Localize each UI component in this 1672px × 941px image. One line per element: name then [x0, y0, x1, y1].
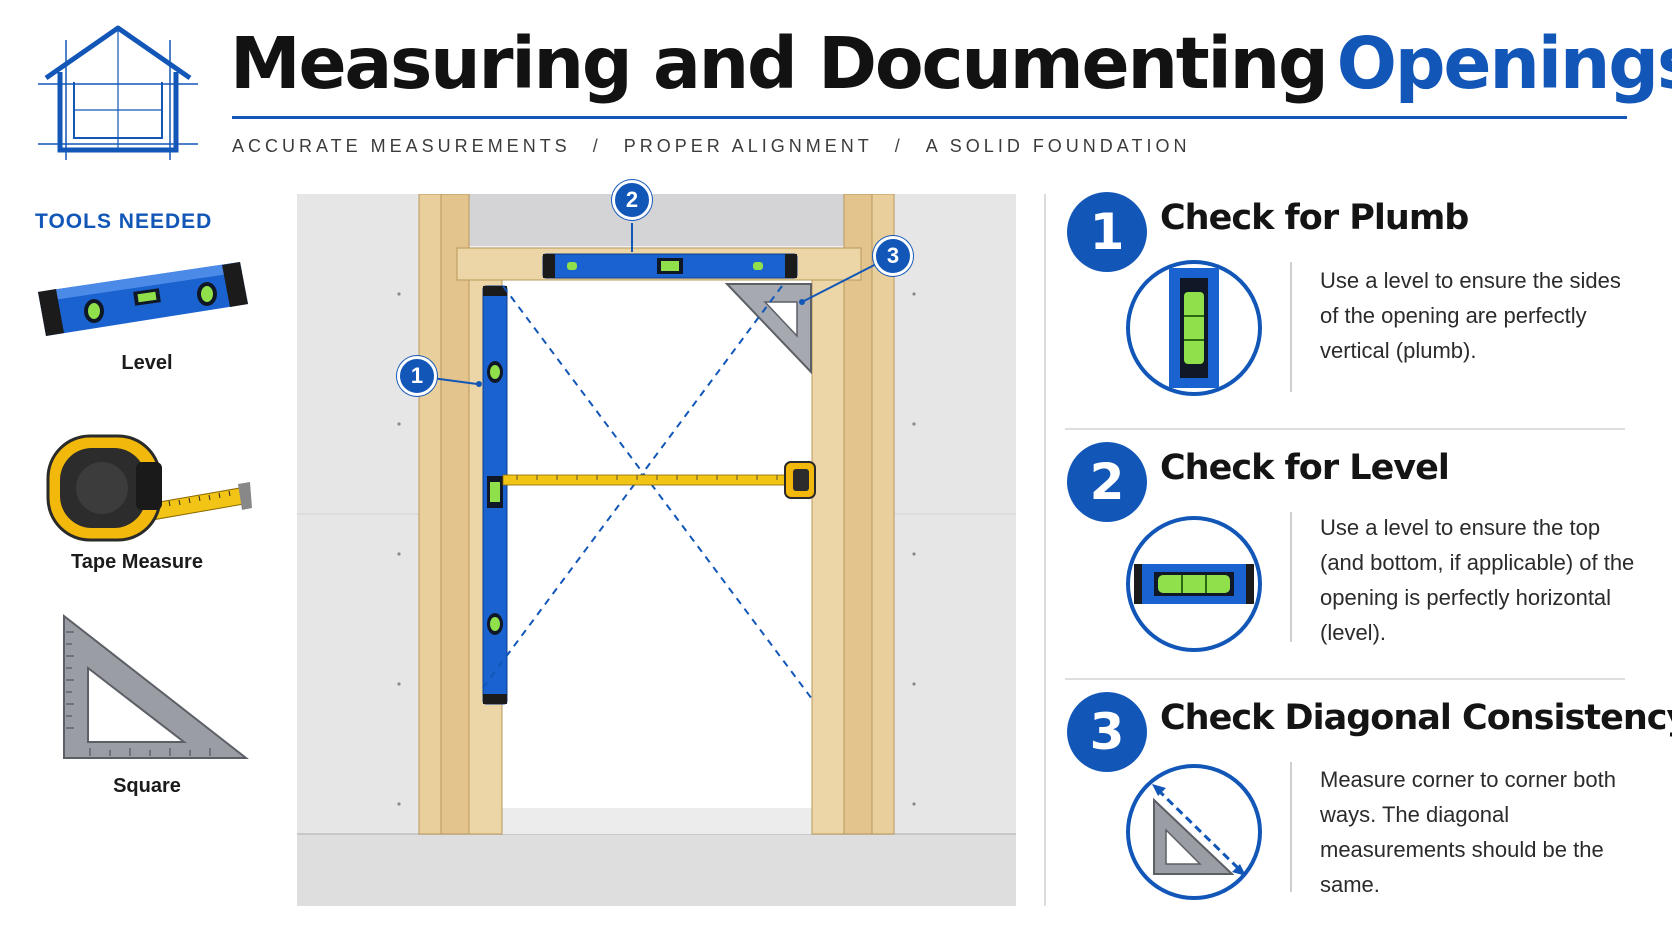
callout-3-badge: 3: [873, 236, 913, 276]
step-3-description: Measure corner to corner both ways. The …: [1320, 767, 1616, 897]
step-2-description: Use a level to ensure the top (and botto…: [1320, 515, 1635, 645]
step-separator: [1065, 428, 1625, 430]
callout-2-badge: 2: [612, 180, 652, 220]
step-3-title: Check Diagonal Consistency: [1160, 698, 1672, 738]
step-3-divider: [1290, 762, 1292, 892]
step-3-number-badge: 3: [1067, 692, 1147, 772]
house-blueprint-logo-icon: [38, 25, 198, 160]
step-2-number-badge: 2: [1067, 442, 1147, 522]
subtitle: ACCURATE MEASUREMENTS / PROPER ALIGNMENT / A…: [232, 136, 1190, 157]
subtitle-part: PROPER ALIGNMENT: [623, 136, 873, 156]
title-main: Measuring and Documenting: [230, 22, 1329, 105]
callout-1-badge: 1: [397, 356, 437, 396]
subtitle-separator: /: [592, 136, 602, 156]
subtitle-separator: /: [894, 136, 904, 156]
step-1-description: Use a level to ensure the sides of the o…: [1320, 268, 1621, 363]
column-divider: [1044, 194, 1046, 906]
tape-measure-tool-icon: [46, 434, 252, 542]
title-accent: Openings: [1336, 22, 1672, 105]
tool-label-square: Square: [113, 775, 181, 797]
step-1-divider: [1290, 262, 1292, 392]
horizontal-level-icon: [1126, 516, 1262, 652]
subtitle-part: A SOLID FOUNDATION: [925, 136, 1191, 156]
step-1-title: Check for Plumb: [1160, 198, 1469, 238]
square-tool-icon: [63, 613, 249, 759]
title-underline: [232, 116, 1627, 119]
step-1-number-badge: 1: [1067, 192, 1147, 272]
step-2-divider: [1290, 512, 1292, 642]
door-opening-diagram: [297, 194, 1016, 906]
tool-label-tape-measure: Tape Measure: [71, 551, 203, 573]
tools-heading: TOOLS NEEDED: [35, 210, 213, 233]
plumb-level-icon: [1126, 260, 1262, 396]
step-separator: [1065, 678, 1625, 680]
diagonal-square-icon: [1126, 764, 1262, 900]
level-tool-icon: [38, 262, 248, 336]
tool-label-level: Level: [121, 352, 173, 374]
step-2-title: Check for Level: [1160, 448, 1450, 488]
subtitle-part: ACCURATE MEASUREMENTS: [232, 136, 571, 156]
